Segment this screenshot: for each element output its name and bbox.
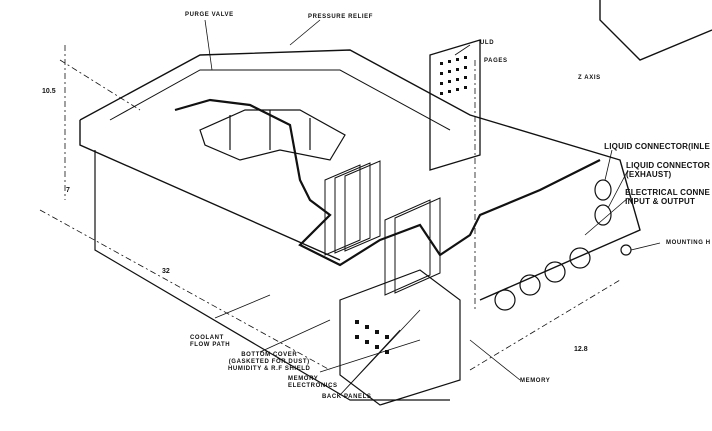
label-back-panels: BACK PANELS [322, 394, 372, 400]
label-memory: MEMORY [520, 378, 551, 384]
label-bottom-cover: BOTTOM COVER(GASKETED FOR DUST)HUMIDITY … [228, 352, 311, 372]
memory-pages [324, 160, 441, 296]
dimension-depth: 7 [66, 187, 70, 194]
label-z-axis: Z AXIS [578, 75, 601, 81]
label-pressure-relief: PRESSURE RELIEF [308, 14, 374, 20]
label-liquid-exhaust: LIQUID CONNECTOR(EXHAUST) [626, 161, 710, 179]
dimension-width: 12.8 [574, 346, 588, 353]
dimension-height: 10.5 [42, 88, 56, 95]
dimension-length: 32 [162, 268, 170, 275]
label-pages: PAGES [484, 58, 508, 64]
uld-grid [440, 56, 467, 95]
label-uld: ULD [480, 40, 495, 46]
label-liquid-inlet: LIQUID CONNECTOR(INLE [604, 142, 710, 151]
label-mounting: MOUNTING H [666, 240, 711, 246]
label-purge-valve: PURGE VALVE [185, 12, 234, 18]
